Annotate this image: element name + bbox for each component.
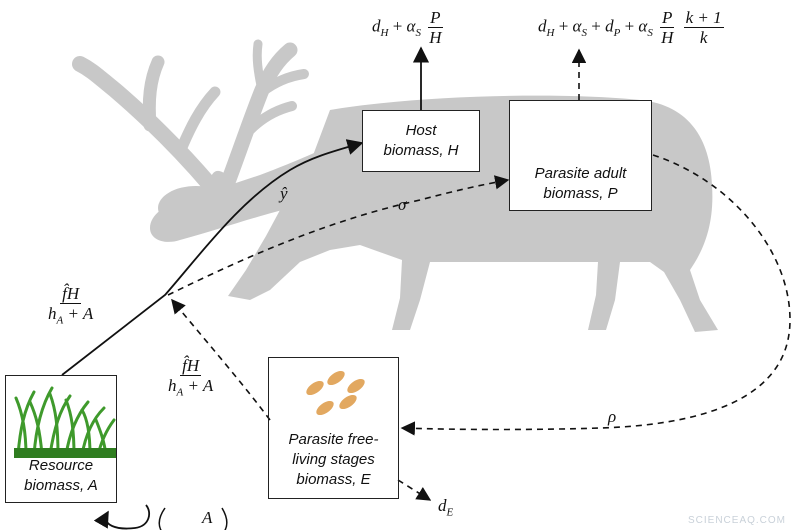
arrow-infection-sigma [167,175,510,296]
parasite-loss-formula: dH + αS + dP + αS P H k + 1 k [538,8,724,47]
parasite-loss-alpha2: α [638,16,648,36]
parasite-adult-line2: biomass, P [543,185,618,202]
free-loss-d: d [438,496,447,515]
watermark: SCIENCEAQ.COM [687,515,786,526]
intake-rate-2-den-sub: A [176,386,184,399]
arrow-free-loss [397,479,432,501]
parasite-loss-alpha1: α [572,16,582,36]
parasite-loss-dh: d [538,16,547,36]
host-biomass-box: Host biomass, H [362,110,480,172]
intake-rate-fraction-2: f̂H hA + A [166,356,215,402]
parasite-loss-fraction-2: k + 1 k [683,8,724,47]
free-loss-sub: E [446,506,454,519]
intake-rate-den-sub: A [56,314,64,327]
host-loss-formula: dH + αS P H [372,8,443,47]
arrow-reproduction-rho [400,154,791,436]
parasite-loss-fraction-1: P H [659,8,675,47]
intake-rate-2-den-rest: + A [187,376,214,395]
host-loss-frac-num: P [428,8,443,28]
resource-growth-paren [158,507,166,530]
parasite-adult-biomass-box: Parasite adult biomass, P [509,100,652,211]
free-living-line2: living stages [292,451,375,468]
resource-growth-label: A [202,508,213,527]
host-loss-alpha-sub: S [415,26,421,39]
intake-rate-formula: f̂H hA + A [44,284,97,330]
intake-rate-den: hA + A [46,304,95,330]
host-loss-d-sub: H [380,26,389,39]
parasite-loss-frac1-num: P [660,8,675,28]
label-rho: ρ [608,407,617,426]
grass-base [14,448,116,458]
resource-growth-loop [93,504,151,530]
intake-rate-fraction: f̂H hA + A [46,284,95,330]
host-loss-fraction: P H [427,8,443,47]
intake-rate-2-den: hA + A [166,376,215,402]
resource-line2: biomass, A [24,477,98,494]
intake-rate-2-num: f̂H [180,356,202,376]
intake-rate-num: f̂H [60,284,82,304]
free-loss-label: dE [438,496,453,518]
arrow-resource-to-host [61,139,364,376]
resource-line1: Resource [28,457,94,474]
host-box-line2: biomass, H [383,142,459,159]
parasite-loss-dp-sub: P [613,26,621,39]
intake-rate-formula-2: f̂H hA + A [164,356,217,402]
resource-biomass-box: Resource biomass, A [5,375,117,503]
resource-growth-paren-right [221,507,228,530]
host-box-line1: Host [405,122,437,139]
intake-rate-den-rest: + A [67,304,94,323]
parasite-loss-frac1-den: H [661,28,674,47]
host-loss-alpha: α [406,16,416,36]
parasite-loss-dp: d [605,16,614,36]
parasite-loss-frac2-num: k + 1 [683,8,724,28]
free-living-line1: Parasite free- [288,431,379,448]
parasite-loss-alpha1-sub: S [581,26,587,39]
label-sigma: σ [398,195,407,214]
free-living-biomass-box: Parasite free- living stages biomass, E [268,357,399,499]
host-loss-frac-den: H [429,28,442,47]
intake-rate-2-den-h: h [168,376,177,395]
host-loss-d: d [372,16,381,36]
intake-rate-den-h: h [48,304,57,323]
parasite-adult-line1: Parasite adult [534,165,627,182]
free-living-line3: biomass, E [296,471,371,488]
eggs-icon [306,370,365,416]
arrow-ingestion [171,298,271,421]
antler-silhouette [72,39,309,193]
label-y-hat: ŷ [280,184,288,203]
parasite-loss-frac2-den: k [699,28,708,47]
parasite-loss-alpha2-sub: S [647,26,653,39]
parasite-loss-dh-sub: H [546,26,555,39]
